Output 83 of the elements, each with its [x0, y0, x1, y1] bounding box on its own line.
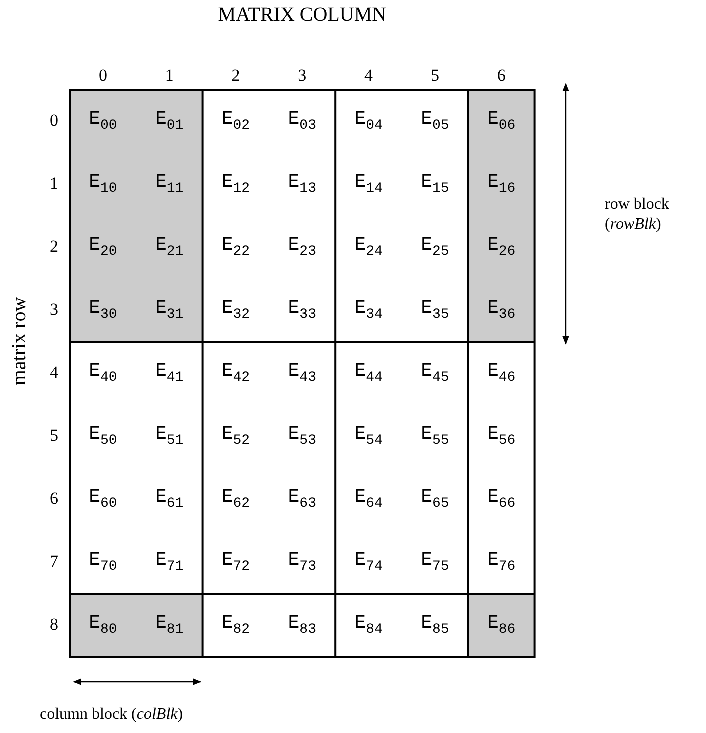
column-index: 1: [164, 66, 175, 86]
matrix-cell-text: E$_{72}$: [220, 548, 252, 574]
matrix-cell-text: E$_{10}$: [88, 170, 118, 196]
matrix-cell-text: E$_{12}$: [220, 170, 252, 196]
matrix-cell-text: E$_{23}$: [287, 234, 318, 260]
matrix-cell-text: E$_{11}$: [154, 170, 185, 196]
matrix-cell-text: E$_{24}$: [354, 234, 384, 260]
matrix-cell-text: E$_{42}$: [220, 360, 252, 386]
matrix-cell-text: E$_{76}$: [486, 548, 517, 574]
matrix-cell-text: E$_{73}$: [287, 548, 318, 574]
matrix-cell-text: E$_{70}$: [88, 548, 118, 574]
matrix-cell-text: E$_{34}$: [354, 296, 384, 322]
matrix-cell-text: E$_{26}$: [486, 234, 517, 260]
matrix-cell-text: E$_{41}$: [154, 360, 185, 386]
matrix-cell-text: E$_{53}$: [287, 422, 318, 448]
matrix-cell-text: E$_{21}$: [154, 234, 185, 260]
row-index: 6: [50, 488, 58, 508]
matrix-cell-text: E$_{64}$: [354, 486, 384, 512]
column-index: 2: [230, 66, 242, 86]
matrix-cell-text: E$_{85}$: [420, 612, 450, 638]
matrix-cell-text: E$_{71}$: [154, 548, 185, 574]
matrix-cell-text: E$_{80}$: [88, 612, 118, 638]
row-index: 2: [50, 236, 58, 256]
matrix-cell-text: E$_{35}$: [420, 296, 450, 322]
matrix-cell-text: E$_{74}$: [354, 548, 384, 574]
matrix-cell-text: E$_{45}$: [420, 360, 450, 386]
matrix-cell-text: E$_{63}$: [287, 486, 318, 512]
matrix-cell-text: E$_{65}$: [420, 486, 450, 512]
matrix-cell-text: E$_{36}$: [486, 296, 517, 322]
matrix-cell-text: E$_{03}$: [287, 108, 318, 134]
axis-title: MATRIX COLUMN: [217, 4, 388, 27]
matrix-cell-text: E$_{05}$: [420, 108, 450, 134]
matrix-cell-text: E$_{25}$: [420, 234, 450, 260]
matrix-cell-text: E$_{40}$: [88, 360, 118, 386]
row-index: 5: [50, 426, 58, 446]
matrix-cell-text: E$_{61}$: [154, 486, 185, 512]
matrix-cell-text: E$_{83}$: [287, 612, 318, 638]
matrix-cell-text: E$_{62}$: [220, 486, 252, 512]
column-index: 3: [297, 66, 308, 86]
matrix-cell-text: E$_{51}$: [154, 422, 185, 448]
row-index: 0: [50, 110, 58, 130]
matrix-cell-text: E$_{75}$: [420, 548, 450, 574]
matrix-cell-text: E$_{16}$: [486, 170, 517, 196]
row-index: 1: [50, 174, 58, 194]
matrix-cell-text: E$_{31}$: [154, 296, 185, 322]
matrix-cell-text: E$_{44}$: [354, 360, 384, 386]
column-index: 6: [496, 66, 507, 86]
matrix-cell-text: E$_{02}$: [220, 108, 252, 134]
matrix-cell-text: E$_{32}$: [220, 296, 252, 322]
matrix-cell-text: E$_{00}$: [88, 108, 118, 134]
column-index: 5: [430, 66, 440, 86]
matrix-cell-text: E$_{01}$: [154, 108, 185, 134]
matrix-cell-text: E$_{04}$: [354, 108, 384, 134]
matrix-cell-text: E$_{43}$: [287, 360, 318, 386]
row-index: 4: [50, 362, 58, 382]
matrix-cell-text: E$_{81}$: [154, 612, 185, 638]
matrix-cell-text: E$_{55}$: [420, 422, 450, 448]
column-index: 0: [98, 66, 108, 86]
matrix-cell-text: E$_{13}$: [287, 170, 318, 196]
matrix-cell-text: E$_{86}$: [486, 612, 517, 638]
matrix-cell-text: E$_{20}$: [88, 234, 118, 260]
matrix-cell-text: E$_{46}$: [486, 360, 517, 386]
matrix-cell-text: E$_{33}$: [287, 296, 318, 322]
matrix-cell-text: E$_{50}$: [88, 422, 118, 448]
matrix-cell-text: E$_{54}$: [354, 422, 384, 448]
row-index: 3: [50, 300, 58, 320]
matrix-cell-text: E$_{15}$: [420, 170, 450, 196]
annotation-label: column block (colBlk): [40, 706, 184, 724]
annotation-label: row block (rowBlk): [605, 195, 670, 235]
matrix-cell-text: E$_{30}$: [88, 296, 118, 322]
matrix-cell-text: E$_{66}$: [486, 486, 517, 512]
row-index: 8: [50, 614, 58, 634]
matrix-cell-text: E$_{82}$: [220, 612, 252, 638]
matrix-cell-text: E$_{84}$: [354, 612, 384, 638]
matrix-cell-text: E$_{22}$: [220, 234, 252, 260]
matrix-cell-text: E$_{14}$: [354, 170, 384, 196]
matrix-cell-text: E$_{56}$: [486, 422, 517, 448]
row-index: 7: [50, 552, 58, 572]
matrix-cell-text: E$_{60}$: [88, 486, 118, 512]
column-index: 4: [364, 66, 374, 86]
matrix-cell-text: E$_{52}$: [220, 422, 252, 448]
matrix-cell-text: E$_{06}$: [486, 108, 517, 134]
axis-label: matrix row: [8, 296, 32, 388]
